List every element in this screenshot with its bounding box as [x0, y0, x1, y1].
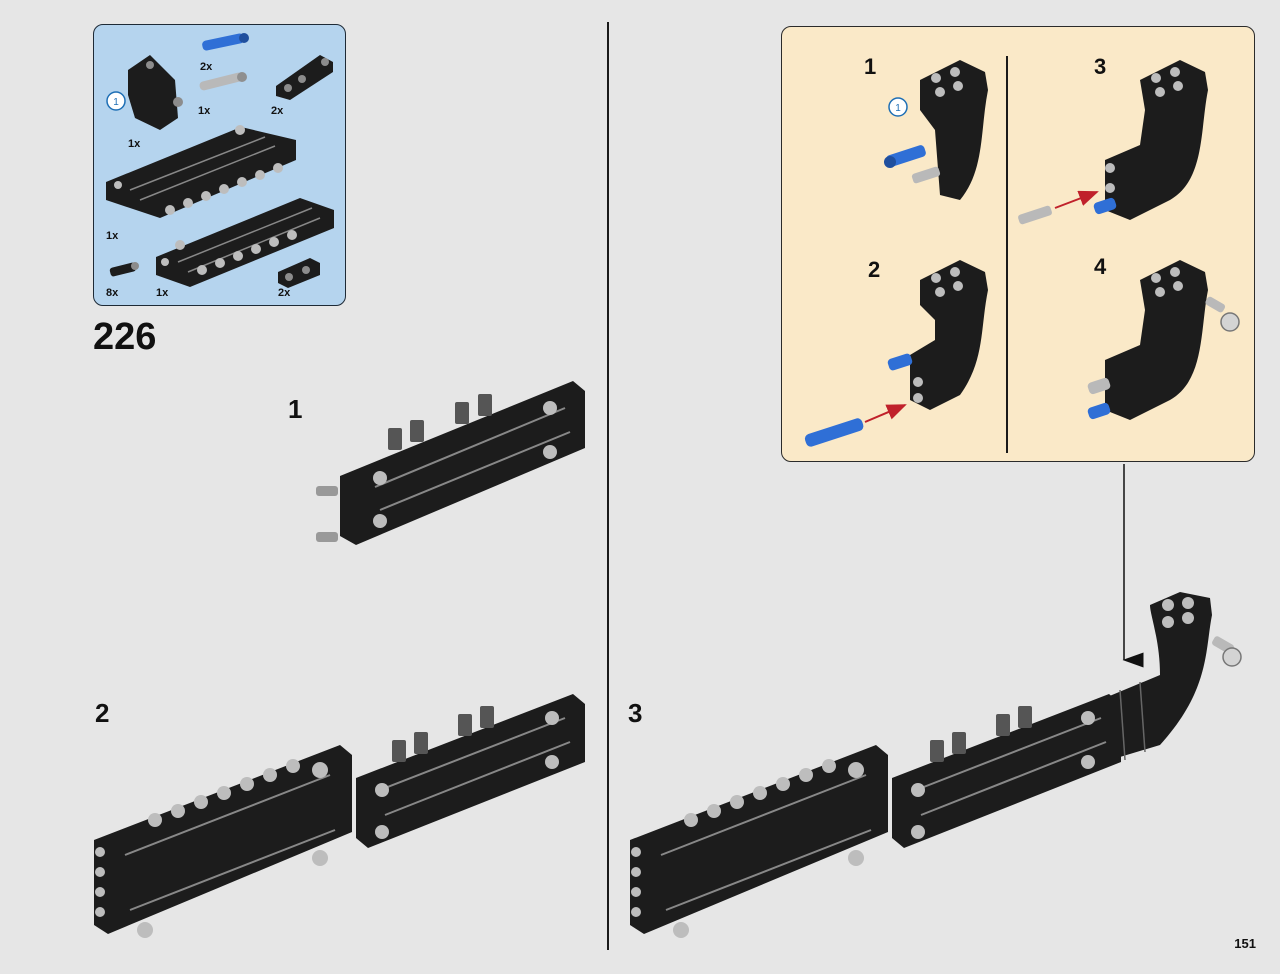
callout-circle	[106, 91, 126, 111]
part-qty: 1x	[156, 287, 169, 299]
page-divider	[607, 22, 609, 950]
parts-list-artwork: 1	[106, 33, 334, 288]
black-pin-part	[109, 262, 139, 277]
subassembly-step-3-art	[1018, 60, 1208, 225]
step-1-assembly	[316, 381, 585, 545]
grey-connector	[1212, 636, 1242, 667]
blue-pin-part	[202, 33, 249, 51]
large-panel-part	[156, 198, 334, 287]
part-qty: 2x	[271, 105, 284, 117]
short-beam-part	[276, 55, 333, 100]
page-number: 151	[1234, 936, 1256, 951]
part-qty: 8x	[106, 287, 119, 299]
part-qty: 1x	[106, 230, 119, 242]
step-2-label: 2	[95, 698, 110, 728]
subassembly-step-1-art: 1	[884, 60, 988, 200]
part-qty: 1x	[128, 138, 141, 150]
sub-step-2-label: 2	[868, 257, 881, 282]
svg-text:1: 1	[113, 97, 119, 108]
step-1-label: 1	[288, 394, 303, 424]
callout-circle	[888, 97, 908, 117]
step-2-assembly	[94, 694, 585, 938]
sub-step-3-label: 3	[1094, 54, 1107, 79]
angled-connector-part: 1	[106, 55, 183, 130]
step-number: 226	[93, 316, 157, 358]
subassembly-step-4-art	[1087, 260, 1240, 420]
grey-pin-part	[199, 72, 247, 91]
subassembly-step-2-art	[804, 260, 988, 447]
large-panel-part	[106, 125, 296, 218]
svg-text:1: 1	[895, 103, 901, 114]
part-qty: 2x	[200, 61, 213, 73]
small-beam-part	[278, 258, 320, 288]
step-3-label: 3	[628, 698, 643, 728]
step-3-assembly	[630, 592, 1242, 938]
part-qty: 1x	[198, 105, 211, 117]
part-qty: 2x	[278, 287, 291, 299]
subassembly-divider	[1006, 56, 1008, 453]
sub-step-1-label: 1	[864, 54, 877, 79]
sub-step-4-label: 4	[1094, 254, 1107, 279]
